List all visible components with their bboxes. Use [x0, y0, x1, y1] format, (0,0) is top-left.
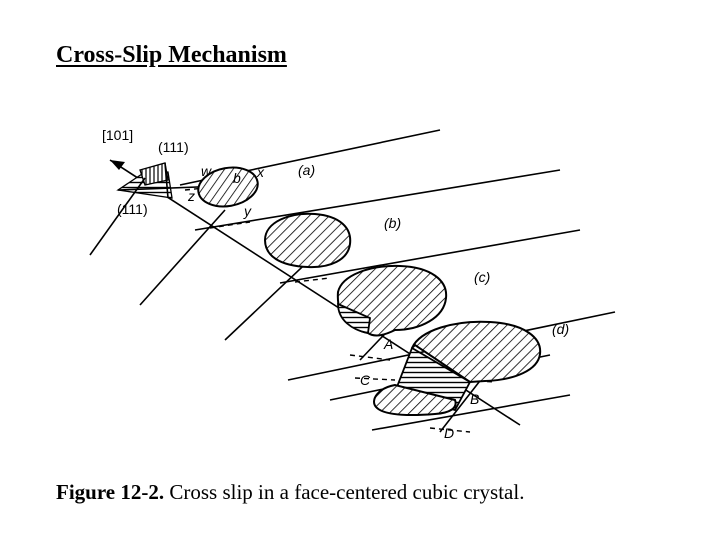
- stage-label-a: (a): [298, 162, 315, 178]
- cross-slip-label-d: D: [444, 425, 454, 441]
- plane-trace-2: [164, 162, 169, 199]
- dash-line-2: [209, 221, 251, 229]
- plane-trace-1: [89, 177, 146, 256]
- figure-number: Figure 12-2.: [56, 480, 165, 504]
- cross-slip-label-a: A: [383, 336, 393, 352]
- cross-slip-label-b: B: [470, 391, 479, 407]
- point-label-x: x: [256, 164, 265, 180]
- dislocation-loop-b: [263, 212, 352, 269]
- stage-label-d: (d): [552, 321, 569, 337]
- burgers-vector-label: b: [233, 170, 241, 186]
- slip-plane-c-top: [279, 229, 581, 284]
- direction-label: [101]: [102, 127, 133, 143]
- point-label-w: w: [201, 163, 212, 179]
- slip-plane-d-bottom: [371, 394, 571, 431]
- caption-text: Cross slip in a face-centered cubic crys…: [164, 480, 525, 504]
- dislocation-loop-d-lower: [373, 383, 457, 417]
- plane-label-bottom: (111): [117, 201, 148, 217]
- figure-caption: Figure 12-2. Cross slip in a face-center…: [56, 480, 524, 505]
- point-label-z: z: [187, 188, 195, 204]
- stage-label-b: (b): [384, 215, 401, 231]
- dash-line-5: [354, 377, 396, 381]
- slip-plane-b-top: [194, 169, 561, 231]
- page-title: Cross-Slip Mechanism: [56, 42, 287, 68]
- dislocation-loop-a: [197, 166, 259, 208]
- cross-slip-label-c: C: [360, 372, 371, 388]
- dash-line-4: [349, 354, 391, 361]
- plane-label-top: (111): [158, 139, 189, 155]
- cross-slipped-segment-c: [337, 302, 371, 335]
- dislocation-loop-d-upper: [411, 320, 542, 384]
- dash-line-3: [294, 277, 331, 283]
- stage-label-c: (c): [474, 269, 490, 285]
- dash-line-7: [429, 427, 471, 433]
- axis-arrowhead: [110, 160, 125, 170]
- point-label-y: y: [243, 203, 252, 219]
- cross-plane-line-1: [139, 209, 226, 306]
